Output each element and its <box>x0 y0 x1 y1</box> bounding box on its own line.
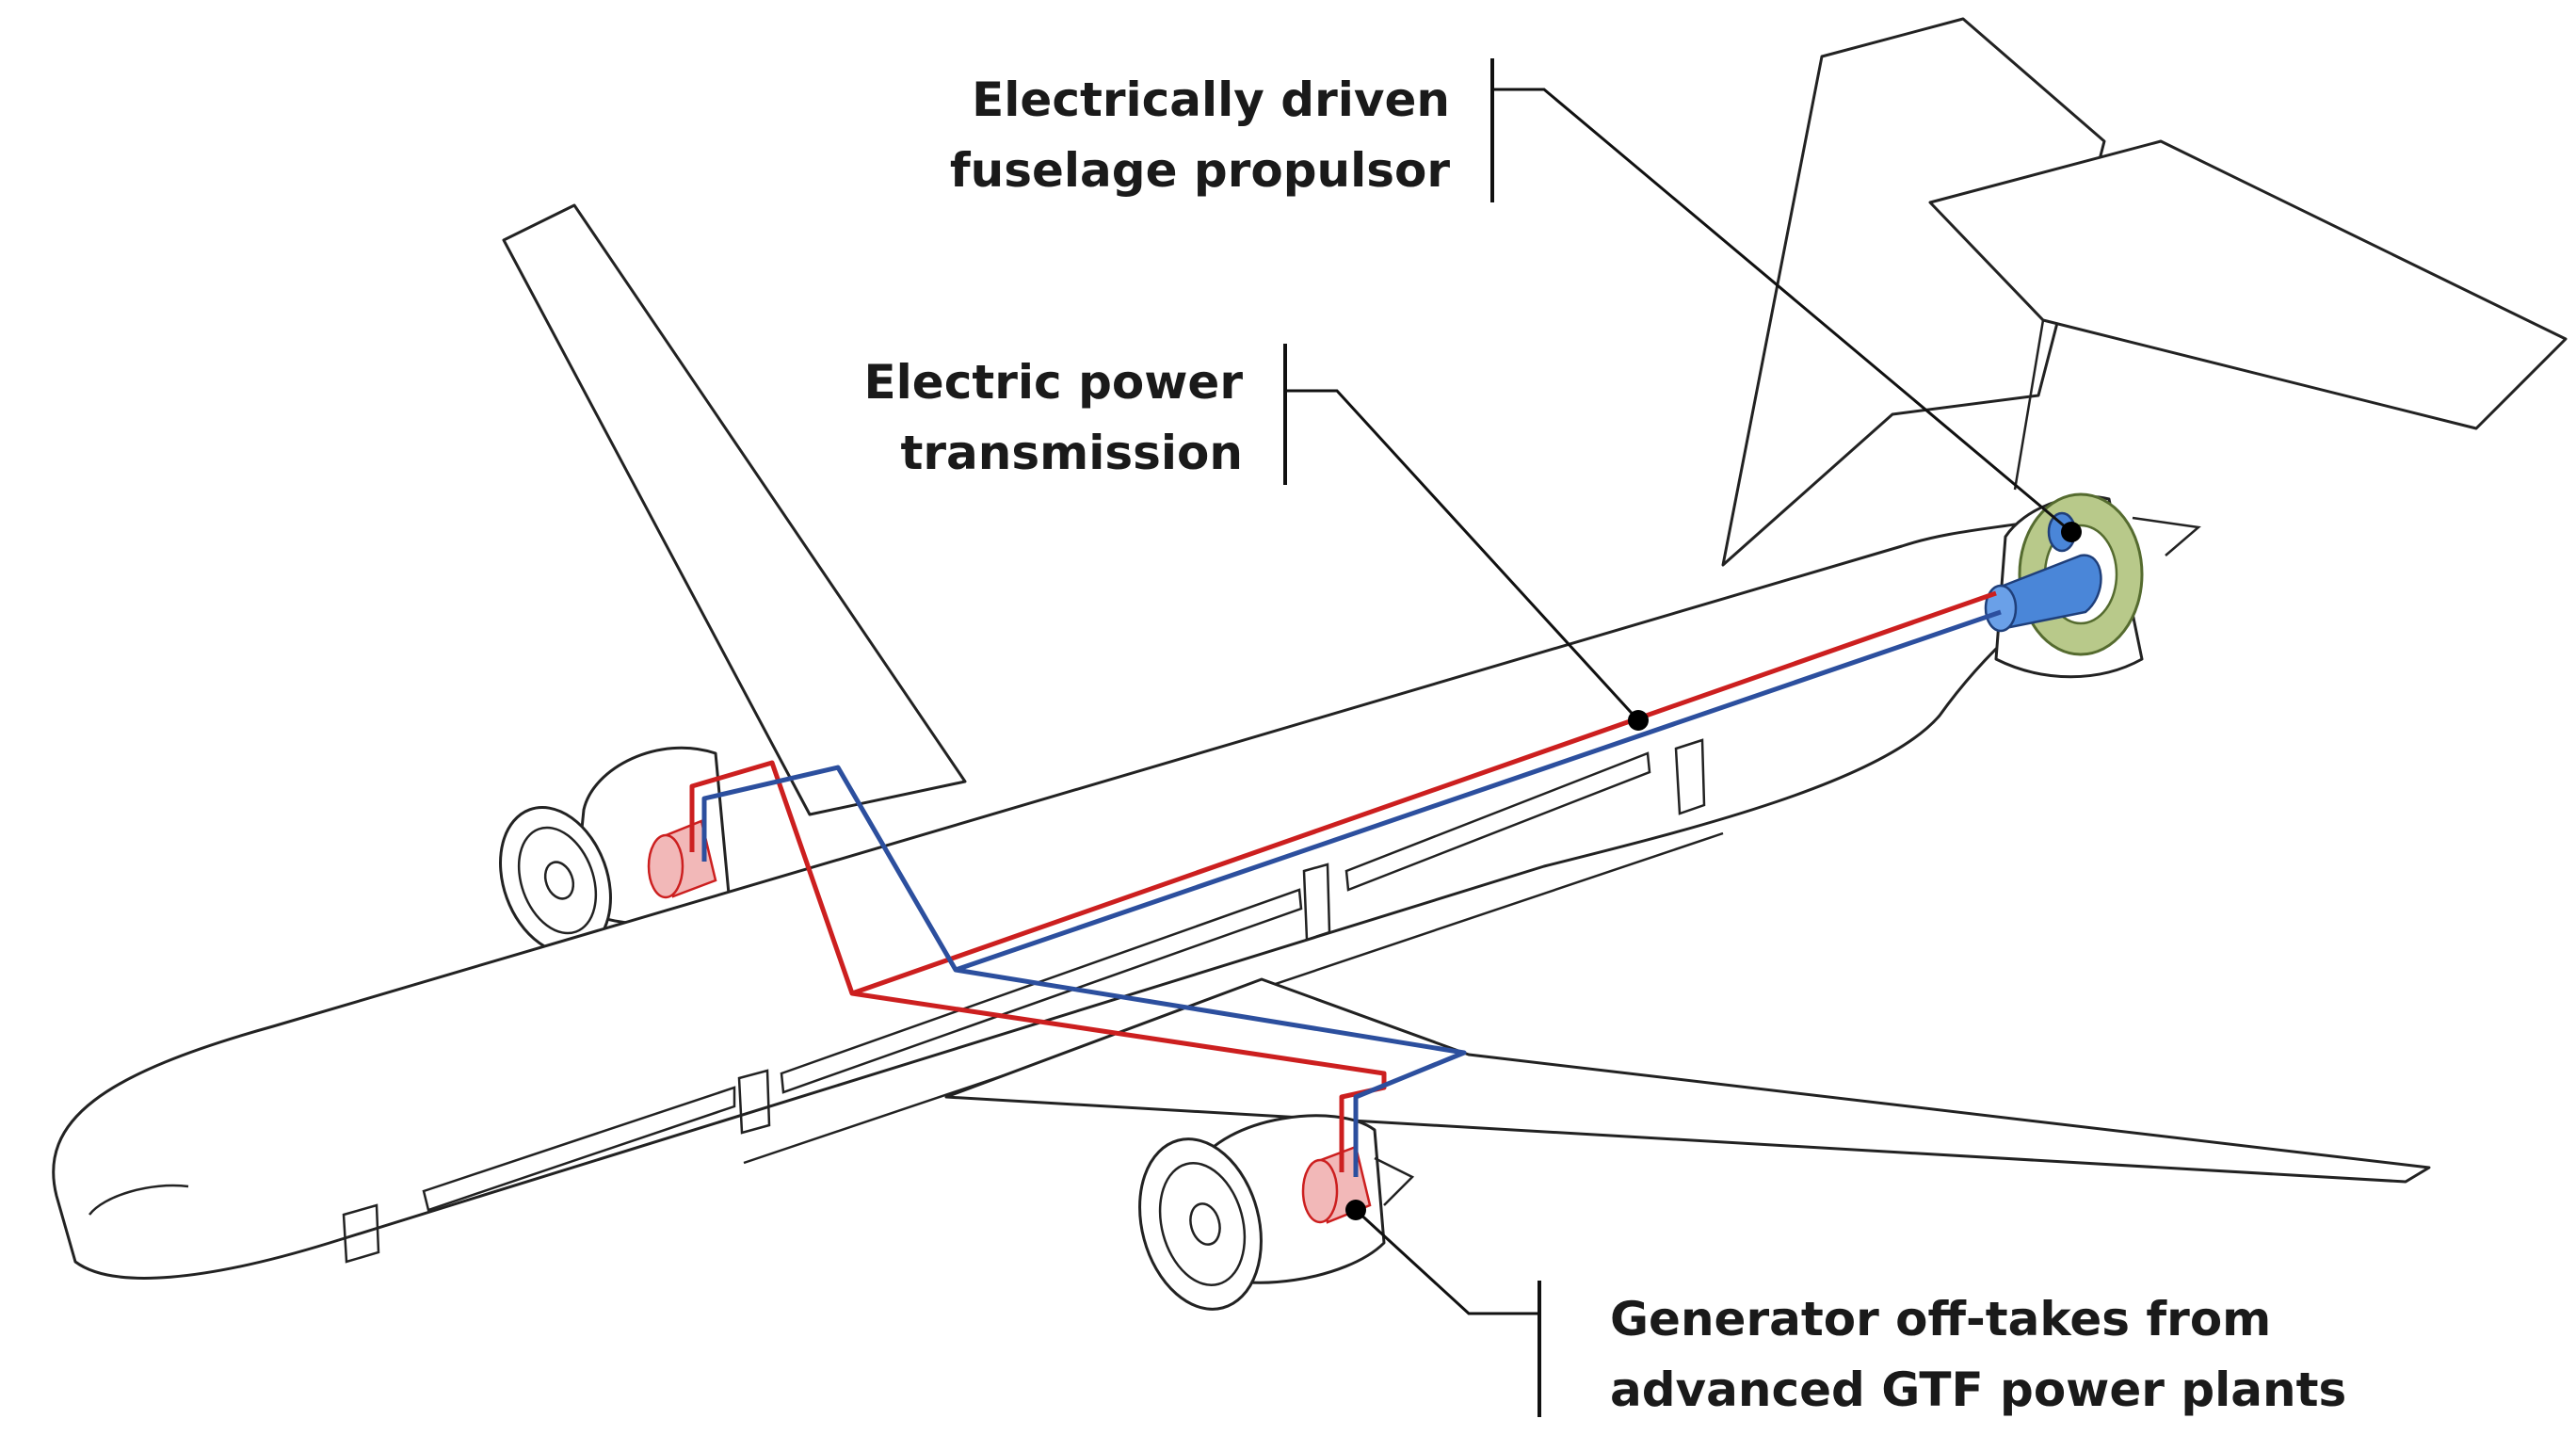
propulsor-motor <box>1994 554 2102 631</box>
blue-transmission-line <box>701 609 2002 1177</box>
transmission-label-line1: Electric power <box>864 355 1244 410</box>
leader-lines <box>1285 88 2082 1315</box>
lower-engine <box>1138 1114 1415 1311</box>
vertical-tail <box>1721 17 2106 567</box>
transmission-label-line2: transmission <box>900 426 1243 480</box>
red-transmission-line <box>689 590 1997 1172</box>
fuselage <box>52 511 2101 1280</box>
propulsor-label-line2: fuselage propulsor <box>950 143 1450 198</box>
generator-label-line1: Generator off-takes from <box>1610 1292 2271 1346</box>
upper-generator <box>647 819 717 899</box>
tail-propulsor <box>1984 492 2201 679</box>
upper-wing <box>502 203 967 816</box>
propulsor-label-line1: Electrically driven <box>972 73 1450 127</box>
horizontal-stabilizer <box>1928 139 2568 491</box>
power-transmission-lines <box>689 590 2002 1177</box>
generator-label-line2: advanced GTF power plants <box>1610 1362 2346 1417</box>
